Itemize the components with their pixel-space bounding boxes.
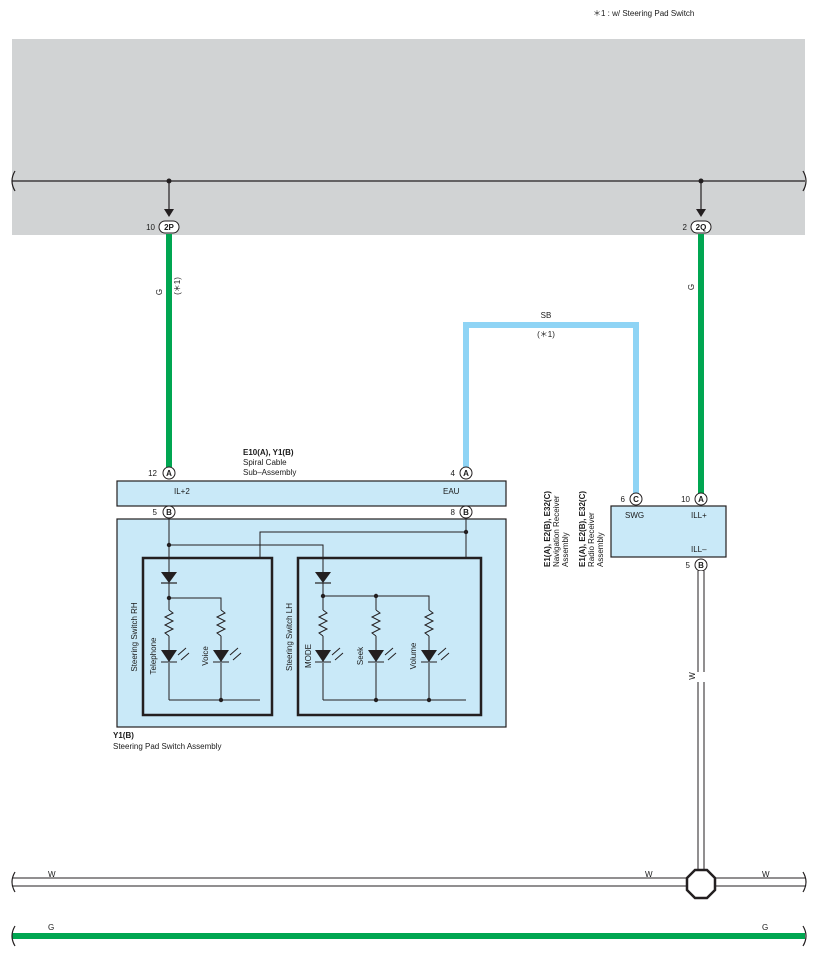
break-left-icon: [11, 170, 16, 192]
break-right-icon: [802, 871, 807, 893]
svg-text:B: B: [463, 508, 469, 517]
junction-dot: [463, 529, 469, 535]
pin-ill-minus-label: ILL–: [691, 545, 707, 554]
spiral-cable-box: [116, 480, 507, 507]
pin-swg-label: SWG: [625, 511, 644, 520]
wire-w-bottom: [12, 878, 805, 886]
led-voice-label: Voice: [201, 646, 210, 666]
junction-dot: [166, 542, 172, 548]
led-volume-label: Volume: [409, 642, 418, 669]
svg-text:5: 5: [686, 561, 691, 570]
steering-switch-rh-box: [141, 556, 274, 717]
steering-switch-lh-label: Steering Switch LH: [285, 603, 294, 671]
svg-text:2: 2: [683, 223, 688, 232]
break-left-icon: [11, 871, 16, 893]
pin-6c: C 6: [621, 492, 643, 506]
wire-w-right-label: W: [762, 870, 770, 879]
wire-g-bottom-right-label: G: [762, 923, 768, 932]
spiral-cable-name-1: Spiral Cable: [243, 458, 287, 467]
top-connector-2p: 2P 10: [146, 178, 180, 234]
steering-pad-name: Steering Pad Switch Assembly: [113, 742, 222, 751]
wire-sb-label: SB: [541, 311, 552, 320]
spiral-cable-name-2: Sub–Assembly: [243, 468, 296, 477]
pin-12a: A 12: [148, 466, 176, 480]
svg-text:2P: 2P: [164, 223, 174, 232]
pin-5b: B 5: [153, 505, 176, 519]
svg-text:2Q: 2Q: [696, 223, 707, 232]
harness-area: [12, 39, 805, 235]
receiver-labels: E1(A), E2(B), E32(C) Navigation Receiver…: [543, 491, 605, 567]
pin-10a: A 10: [681, 492, 708, 506]
wire-sb-note: (＊1): [537, 330, 555, 339]
svg-text:A: A: [166, 469, 172, 478]
led-icon: [213, 647, 242, 663]
svg-text:10: 10: [146, 223, 155, 232]
pin-4a: A 4: [451, 466, 473, 480]
svg-text:C: C: [633, 495, 639, 504]
nav-receiver-code: E1(A), E2(B), E32(C): [543, 491, 552, 567]
steering-switch-lh-box: [296, 556, 483, 717]
nav-receiver-name-2: Assembly: [561, 532, 570, 567]
led-icon: [161, 647, 190, 663]
wire-g-left-note: (＊1): [173, 277, 182, 295]
svg-text:12: 12: [148, 469, 157, 478]
led-mode-label: MODE: [304, 644, 313, 668]
nav-receiver-name-1: Navigation Receiver: [552, 495, 561, 567]
svg-text:4: 4: [451, 469, 456, 478]
led-icon: [368, 647, 397, 663]
radio-receiver-name-1: Radio Receiver: [587, 512, 596, 567]
wire-w-vertical-label: W: [688, 672, 697, 680]
wire-w-left-label: W: [48, 870, 56, 879]
radio-receiver-name-2: Assembly: [596, 532, 605, 567]
svg-text:8: 8: [451, 508, 456, 517]
break-right-icon: [802, 925, 807, 947]
led-icon: [315, 647, 344, 663]
break-left-icon: [11, 925, 16, 947]
diode-icon: [161, 572, 177, 583]
junction-connector-icon: [685, 868, 717, 900]
svg-text:A: A: [463, 469, 469, 478]
pin-5b-receiver: B 5: [686, 558, 708, 572]
led-telephone-label: Telephone: [149, 637, 158, 674]
diode-icon: [315, 572, 331, 583]
wire-label-bg: [688, 672, 714, 682]
svg-text:B: B: [166, 508, 172, 517]
arrow-down-icon: [696, 209, 706, 217]
led-icon: [421, 647, 450, 663]
lh-circuit: [317, 558, 466, 701]
wire-g-left-label: G: [155, 289, 164, 295]
radio-receiver-code: E1(A), E2(B), E32(C): [578, 491, 587, 567]
svg-text:A: A: [698, 495, 704, 504]
svg-text:10: 10: [681, 495, 690, 504]
wire-g-bottom-left-label: G: [48, 923, 54, 932]
receiver-box: [610, 505, 727, 558]
pin-eau-label: EAU: [443, 487, 460, 496]
svg-text:B: B: [698, 561, 704, 570]
steering-switch-rh-label: Steering Switch RH: [130, 602, 139, 672]
spiral-cable-code: E10(A), Y1(B): [243, 448, 294, 457]
pin-il2-label: IL+2: [174, 487, 190, 496]
pin-ill-plus-label: ILL+: [691, 511, 707, 520]
steering-pad-code: Y1(B): [113, 731, 134, 740]
wire-w-mid-label: W: [645, 870, 653, 879]
led-seek-label: Seek: [356, 646, 365, 665]
break-right-icon: [802, 170, 807, 192]
wire-sb: [463, 322, 639, 494]
pin-8b: B 8: [451, 505, 473, 519]
top-connector-2q: 2Q 2: [683, 178, 712, 234]
wire-g-right-label: G: [687, 284, 696, 290]
note-text: ＊1 : w/ Steering Pad Switch: [593, 9, 694, 18]
wire-w-vertical: [698, 571, 704, 872]
arrow-down-icon: [164, 209, 174, 217]
svg-text:6: 6: [621, 495, 626, 504]
svg-text:5: 5: [153, 508, 158, 517]
